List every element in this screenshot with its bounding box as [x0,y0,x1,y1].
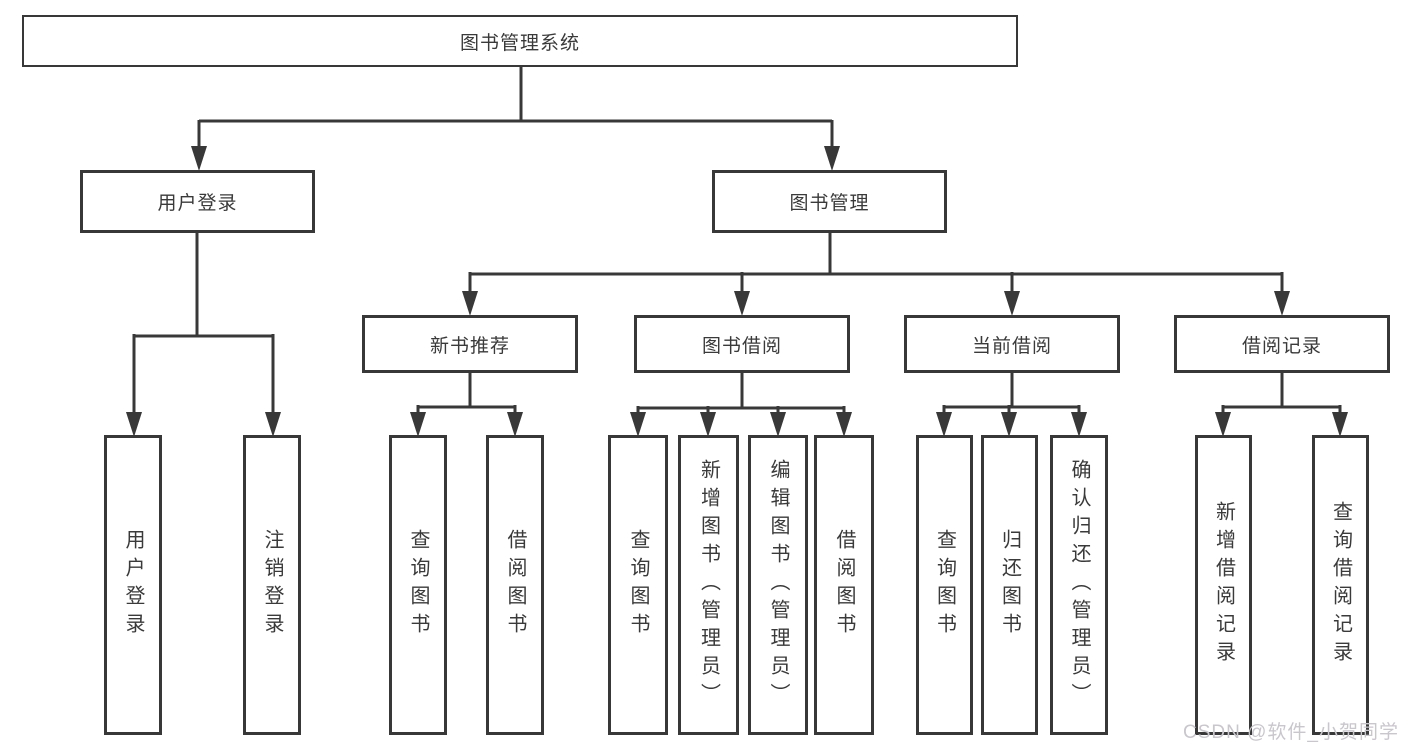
leaf-label: 查询借阅记录 [1329,501,1352,669]
leaf-query-books-borrow: 查询图书 [608,435,668,735]
node-label: 新书推荐 [429,335,510,357]
leaf-label: 注销登录 [261,529,283,641]
node-book-borrow: 图书借阅 [634,315,850,373]
node-label: 借阅记录 [1241,335,1322,357]
leaf-label: 归还图书 [998,529,1021,641]
leaf-query-books-recommend: 查询图书 [389,435,447,735]
leaf-label: 用户登录 [122,529,144,641]
leaf-borrow-books-recommend: 借阅图书 [486,435,544,735]
arrowheads [126,146,1348,437]
leaf-label: 新增借阅记录 [1212,501,1235,669]
leaf-return-books: 归还图书 [981,435,1038,735]
leaf-add-borrow-record: 新增借阅记录 [1195,435,1252,735]
node-system-root: 图书管理系统 [22,15,1018,67]
leaf-label: 查询图书 [407,529,429,641]
leaf-query-borrow-record: 查询借阅记录 [1312,435,1369,735]
node-new-book-recommend: 新书推荐 [362,315,578,373]
leaf-confirm-return-admin: 确认归还（管理员） [1050,435,1108,735]
node-label: 图书管理 [789,193,870,214]
leaf-add-books-admin: 新增图书（管理员） [678,435,739,735]
node-label: 图书借阅 [701,335,782,357]
leaf-logout: 注销登录 [243,435,301,735]
csdn-watermark: CSDN @软件_小贺同学 [1183,722,1399,743]
leaf-query-books-current: 查询图书 [916,435,973,735]
leaf-label: 编辑图书（管理员） [767,459,789,711]
leaf-label: 借阅图书 [504,529,526,641]
leaf-label: 借阅图书 [833,529,855,641]
node-label: 图书管理系统 [459,32,580,54]
node-label: 用户登录 [157,193,238,214]
leaf-edit-books-admin: 编辑图书（管理员） [748,435,808,735]
leaf-label: 查询图书 [933,529,956,641]
node-current-borrow: 当前借阅 [904,315,1120,373]
node-borrow-records: 借阅记录 [1174,315,1390,373]
leaf-borrow-books: 借阅图书 [814,435,874,735]
leaf-label: 查询图书 [627,529,649,641]
node-user-login: 用户登录 [80,170,315,233]
node-book-management: 图书管理 [712,170,947,233]
node-label: 当前借阅 [971,335,1052,357]
leaf-label: 新增图书（管理员） [697,459,720,711]
leaf-label: 确认归还（管理员） [1068,459,1090,711]
leaf-user-login: 用户登录 [104,435,162,735]
